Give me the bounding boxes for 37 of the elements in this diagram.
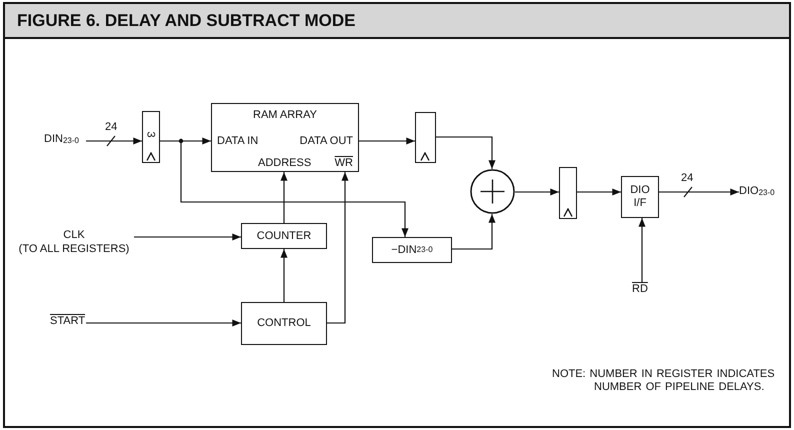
arrow [577, 188, 621, 196]
register-box [559, 167, 577, 219]
arrow [86, 138, 142, 144]
port-label: DATA IN [217, 135, 258, 148]
port-label: WR [334, 157, 353, 170]
port-label: DATA OUT [300, 135, 353, 148]
control-box: CONTROL [241, 302, 327, 345]
signal-label: DIO$_{23-0}$ [739, 185, 787, 201]
interface-box: DIO I/F [621, 176, 659, 218]
signal-label: RD [632, 283, 652, 298]
arrow [659, 188, 739, 196]
block-title: RAM ARRAY [252, 109, 318, 122]
arrow [280, 172, 288, 223]
arrow [327, 172, 348, 324]
arrow [452, 214, 496, 250]
signal-label: START [50, 315, 86, 330]
arrow [359, 138, 415, 144]
note-text: NOTE: NUMBER IN REGISTER INDICATES NUMBER OF PIPELINE DELAYS. [552, 368, 776, 394]
delay-count: 3 [144, 131, 157, 138]
port-label: ADDRESS [258, 157, 312, 170]
signal-label: CLK [63, 229, 85, 242]
edge-label: 24 [680, 172, 694, 184]
arrow [86, 320, 241, 326]
arrow [515, 188, 559, 196]
counter-box: COUNTER [241, 223, 327, 249]
edge-label: 24 [104, 121, 118, 133]
register-box [142, 111, 160, 163]
arrow [134, 234, 241, 240]
arrow [280, 249, 288, 302]
register-box [415, 112, 436, 163]
figure-title: FIGURE 6. DELAY AND SUBTRACT MODE [3, 2, 791, 37]
arrow [436, 136, 496, 169]
note-text: (TO ALL REGISTERS) [18, 243, 130, 256]
memory-block [211, 103, 359, 172]
signal-label: DIN$_{23-0}$ [44, 133, 86, 149]
summing-junction [470, 169, 515, 214]
arrow [638, 218, 646, 283]
